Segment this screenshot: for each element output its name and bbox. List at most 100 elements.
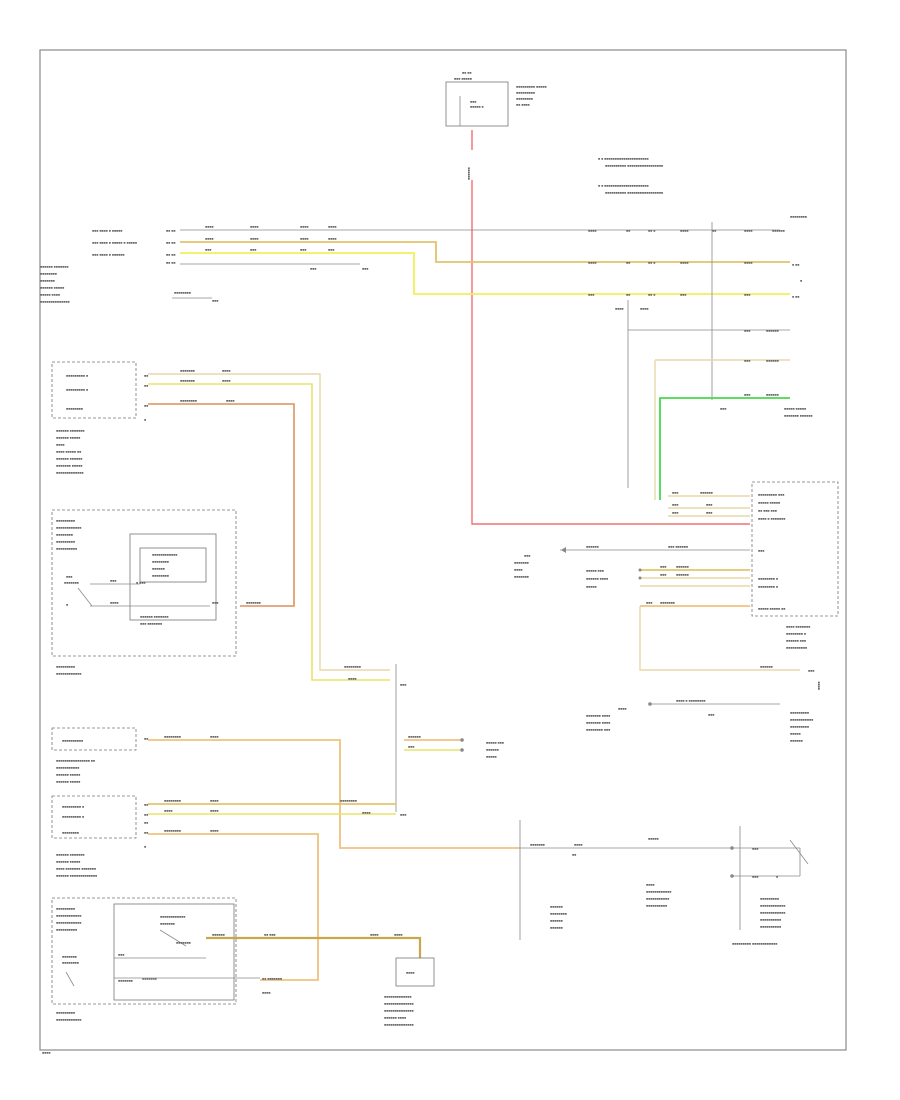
svg-text:■■■■: ■■■■ [210, 809, 218, 813]
svg-text:■■■■■■■■■ ■: ■■■■■■■■■ ■ [62, 815, 84, 819]
svg-text:■■■■: ■■■■ [205, 237, 213, 241]
svg-text:■ ■ ■■■■■■■■■■■■■■■■■■■■■: ■ ■ ■■■■■■■■■■■■■■■■■■■■■ [598, 184, 649, 188]
svg-text:■■ ■■: ■■ ■■ [462, 71, 471, 75]
svg-text:■■ ■■■■: ■■ ■■■■ [516, 103, 530, 107]
svg-text:■■ ■■■: ■■ ■■■ [264, 933, 276, 937]
svg-text:■■■■■■■: ■■■■■■■ [180, 379, 195, 383]
svg-text:■■■: ■■■ [672, 491, 678, 495]
svg-text:■■■■■■■■: ■■■■■■■■ [56, 533, 73, 537]
svg-text:■: ■ [66, 603, 68, 607]
svg-text:■■ ■: ■■ ■ [648, 261, 655, 265]
svg-text:■■■: ■■■ [744, 329, 750, 333]
svg-text:■■■■■■■■■■■■: ■■■■■■■■■■■■ [152, 553, 177, 557]
svg-text:■■■■ ■■■■■■■ ■■■■■■■: ■■■■ ■■■■■■■ ■■■■■■■ [56, 867, 96, 871]
svg-text:■■ ■■: ■■ ■■ [166, 229, 175, 233]
svg-text:■■: ■■ [144, 831, 148, 835]
svg-text:■■■■■■ ■■■: ■■■■■■ ■■■ [786, 639, 806, 643]
svg-text:■■■■: ■■■■ [514, 568, 522, 572]
svg-text:■■■■■■: ■■■■■■ [760, 665, 773, 669]
svg-text:■■■■■■ ■■■■: ■■■■■■ ■■■■ [384, 1016, 406, 1020]
svg-text:■■■■■■■■: ■■■■■■■■ [174, 291, 191, 295]
svg-text:■■■■■■: ■■■■■■ [408, 735, 421, 739]
svg-text:■■■■: ■■■■ [394, 933, 402, 937]
ecm-lower-connectors: ■■■■■■■■■■ ■■ ■■■■■■■■■■■■■■■■ ■■ ■■■■■■… [51, 727, 520, 981]
svg-text:■■■■: ■■■■ [110, 601, 118, 605]
svg-text:■■■■■: ■■■■■ [790, 732, 801, 736]
svg-text:■■■■: ■■■■ [362, 811, 370, 815]
svg-text:■■■■■■■■■: ■■■■■■■■■ [760, 897, 779, 901]
svg-text:■■■■■■■■■■: ■■■■■■■■■■ [62, 739, 83, 743]
svg-text:■■■■■■■: ■■■■■■■ [62, 955, 77, 959]
svg-text:■■■■: ■■■■ [588, 261, 596, 265]
svg-text:■■■■: ■■■■ [210, 829, 218, 833]
svg-text:■■■■■■■: ■■■■■■■ [514, 575, 529, 579]
svg-text:■■■■■■ ■■■■■■■: ■■■■■■ ■■■■■■■ [140, 615, 168, 619]
svg-text:■■■■■■■■■■■■: ■■■■■■■■■■■■ [56, 914, 81, 918]
svg-text:■■■■■■■■■■■■■■: ■■■■■■■■■■■■■■ [40, 300, 70, 304]
svg-text:■■: ■■ [572, 853, 576, 857]
svg-text:■■■■■■■■■: ■■■■■■■■■ [56, 907, 75, 911]
svg-text:■■■ ■■■■■: ■■■ ■■■■■ [454, 77, 472, 81]
svg-text:■■: ■■ [626, 293, 630, 297]
svg-text:■■■■: ■■■■ [370, 933, 378, 937]
svg-text:■■■: ■■■ [205, 248, 211, 252]
svg-text:■■■■■■■■ ■: ■■■■■■■■ ■ [758, 585, 778, 589]
svg-text:■■■■■■■■ ■: ■■■■■■■■ ■ [758, 577, 778, 581]
svg-text:■■■■■■■ ■■■■: ■■■■■■■ ■■■■ [586, 714, 610, 718]
upper-wire-bundle: ■■■■ ■■■■ ■■■■ ■■■■ ■■■■ ■■■■ ■■■■ ■■ ■■ … [180, 215, 807, 311]
svg-text:■■■■: ■■■■ [262, 991, 270, 995]
svg-text:■■■■■ ■■■■■: ■■■■■ ■■■■■ [784, 407, 806, 411]
svg-text:■: ■ [776, 875, 778, 879]
svg-text:■■■: ■■■ [408, 745, 414, 749]
svg-text:■■■■■■: ■■■■■■ [550, 926, 563, 930]
svg-text:■■■: ■■■ [310, 267, 316, 271]
svg-text:■■■■: ■■■■ [205, 225, 213, 229]
svg-text:■■■■■■ ■■■■■: ■■■■■■ ■■■■■ [56, 773, 80, 777]
svg-text:■■■■: ■■■■ [300, 225, 308, 229]
svg-text:■■■■■■: ■■■■■■ [676, 573, 689, 577]
svg-text:■■■■ ■ ■■■■■■■■: ■■■■ ■ ■■■■■■■■ [676, 699, 705, 703]
svg-text:■■■■■■ ■■■■■■: ■■■■■■ ■■■■■■ [56, 457, 82, 461]
svg-text:■■■: ■■■ [680, 293, 686, 297]
svg-text:■■■: ■■■ [470, 100, 476, 104]
svg-text:■■■■■■■■■■■■■■: ■■■■■■■■■■■■■■ [384, 1009, 414, 1013]
svg-text:■■■■■■■■■■■■■■: ■■■■■■■■■■■■■■ [384, 1023, 414, 1027]
svg-text:■■■■■ ■: ■■■■■ ■ [470, 105, 484, 109]
svg-text:■■■■■■■■: ■■■■■■■■ [790, 215, 807, 219]
svg-text:■■■■■■■■■ ■■■: ■■■■■■■■■ ■■■ [758, 493, 784, 497]
svg-text:■■■■■■■■■■■: ■■■■■■■■■■■ [646, 897, 669, 901]
svg-text:■■■■■■■■■■■■: ■■■■■■■■■■■■ [56, 921, 81, 925]
svg-text:■■■■■■■■■■■■: ■■■■■■■■■■■■ [646, 890, 671, 894]
svg-text:■■■■: ■■■■ [588, 229, 596, 233]
diagram-frame [39, 49, 847, 1051]
svg-text:■■■■■■■■■ ■: ■■■■■■■■■ ■ [62, 805, 84, 809]
svg-text:■■■■■■: ■■■■■■ [772, 229, 785, 233]
svg-text:■■■■■ ■■■■■ ■■: ■■■■■ ■■■■■ ■■ [758, 607, 785, 611]
svg-text:■■■■■■■■■■■: ■■■■■■■■■■■ [790, 718, 813, 722]
svg-text:■■■■■■■■■: ■■■■■■■■■ [56, 519, 75, 523]
svg-text:■■■■ ■■■■■ ■■: ■■■■ ■■■■■ ■■ [56, 450, 81, 454]
svg-text:■■■■■■: ■■■■■■ [700, 491, 713, 495]
svg-text:■■■■: ■■■■ [222, 379, 230, 383]
svg-text:■■■■■■■: ■■■■■■■ [40, 279, 55, 283]
svg-text:■■■: ■■■ [752, 847, 758, 851]
svg-text:■■■■■■: ■■■■■■ [790, 739, 803, 743]
svg-text:■■■: ■■■ [646, 601, 652, 605]
ecm-top-connector: ■■■ ■■■■ ■ ■■■■■ ■■■ ■■■■ ■ ■■■■■ ■ ■■■■… [40, 229, 218, 304]
svg-text:■■■■■■■■: ■■■■■■■■ [66, 407, 83, 411]
svg-text:■■■■: ■■■■ [574, 843, 582, 847]
svg-text:■■■■: ■■■■ [646, 883, 654, 887]
svg-text:■■■: ■■■ [744, 393, 750, 397]
automatic-transmission-upper: ■■■■■■■■■ ■■■■■■■■■■■■ ■■■■■■■■ ■■■■■■■■… [51, 509, 261, 676]
svg-text:■■■■■■ ■■■■■■■■■■■■■: ■■■■■■ ■■■■■■■■■■■■■ [56, 874, 97, 878]
svg-text:■■: ■■ [144, 813, 148, 817]
svg-text:■■■■■■: ■■■■■■ [766, 359, 779, 363]
center-splice: ■■■ ■■■ ■■■■■■ ■■■ ■■■■■ ■■■ ■■■■■■ ■■■■… [395, 664, 504, 817]
svg-text:■■■■■: ■■■■■ [586, 585, 597, 589]
svg-text:■■■■■■■ ■■■■■: ■■■■■■■ ■■■■■ [56, 464, 82, 468]
svg-text:■■■■: ■■■■ [744, 229, 752, 233]
svg-text:■■■: ■■■ [744, 293, 750, 297]
svg-text:■■■: ■■■ [708, 713, 714, 717]
svg-text:■■■■: ■■■■ [56, 443, 64, 447]
svg-text:■■■■: ■■■■ [615, 307, 623, 311]
